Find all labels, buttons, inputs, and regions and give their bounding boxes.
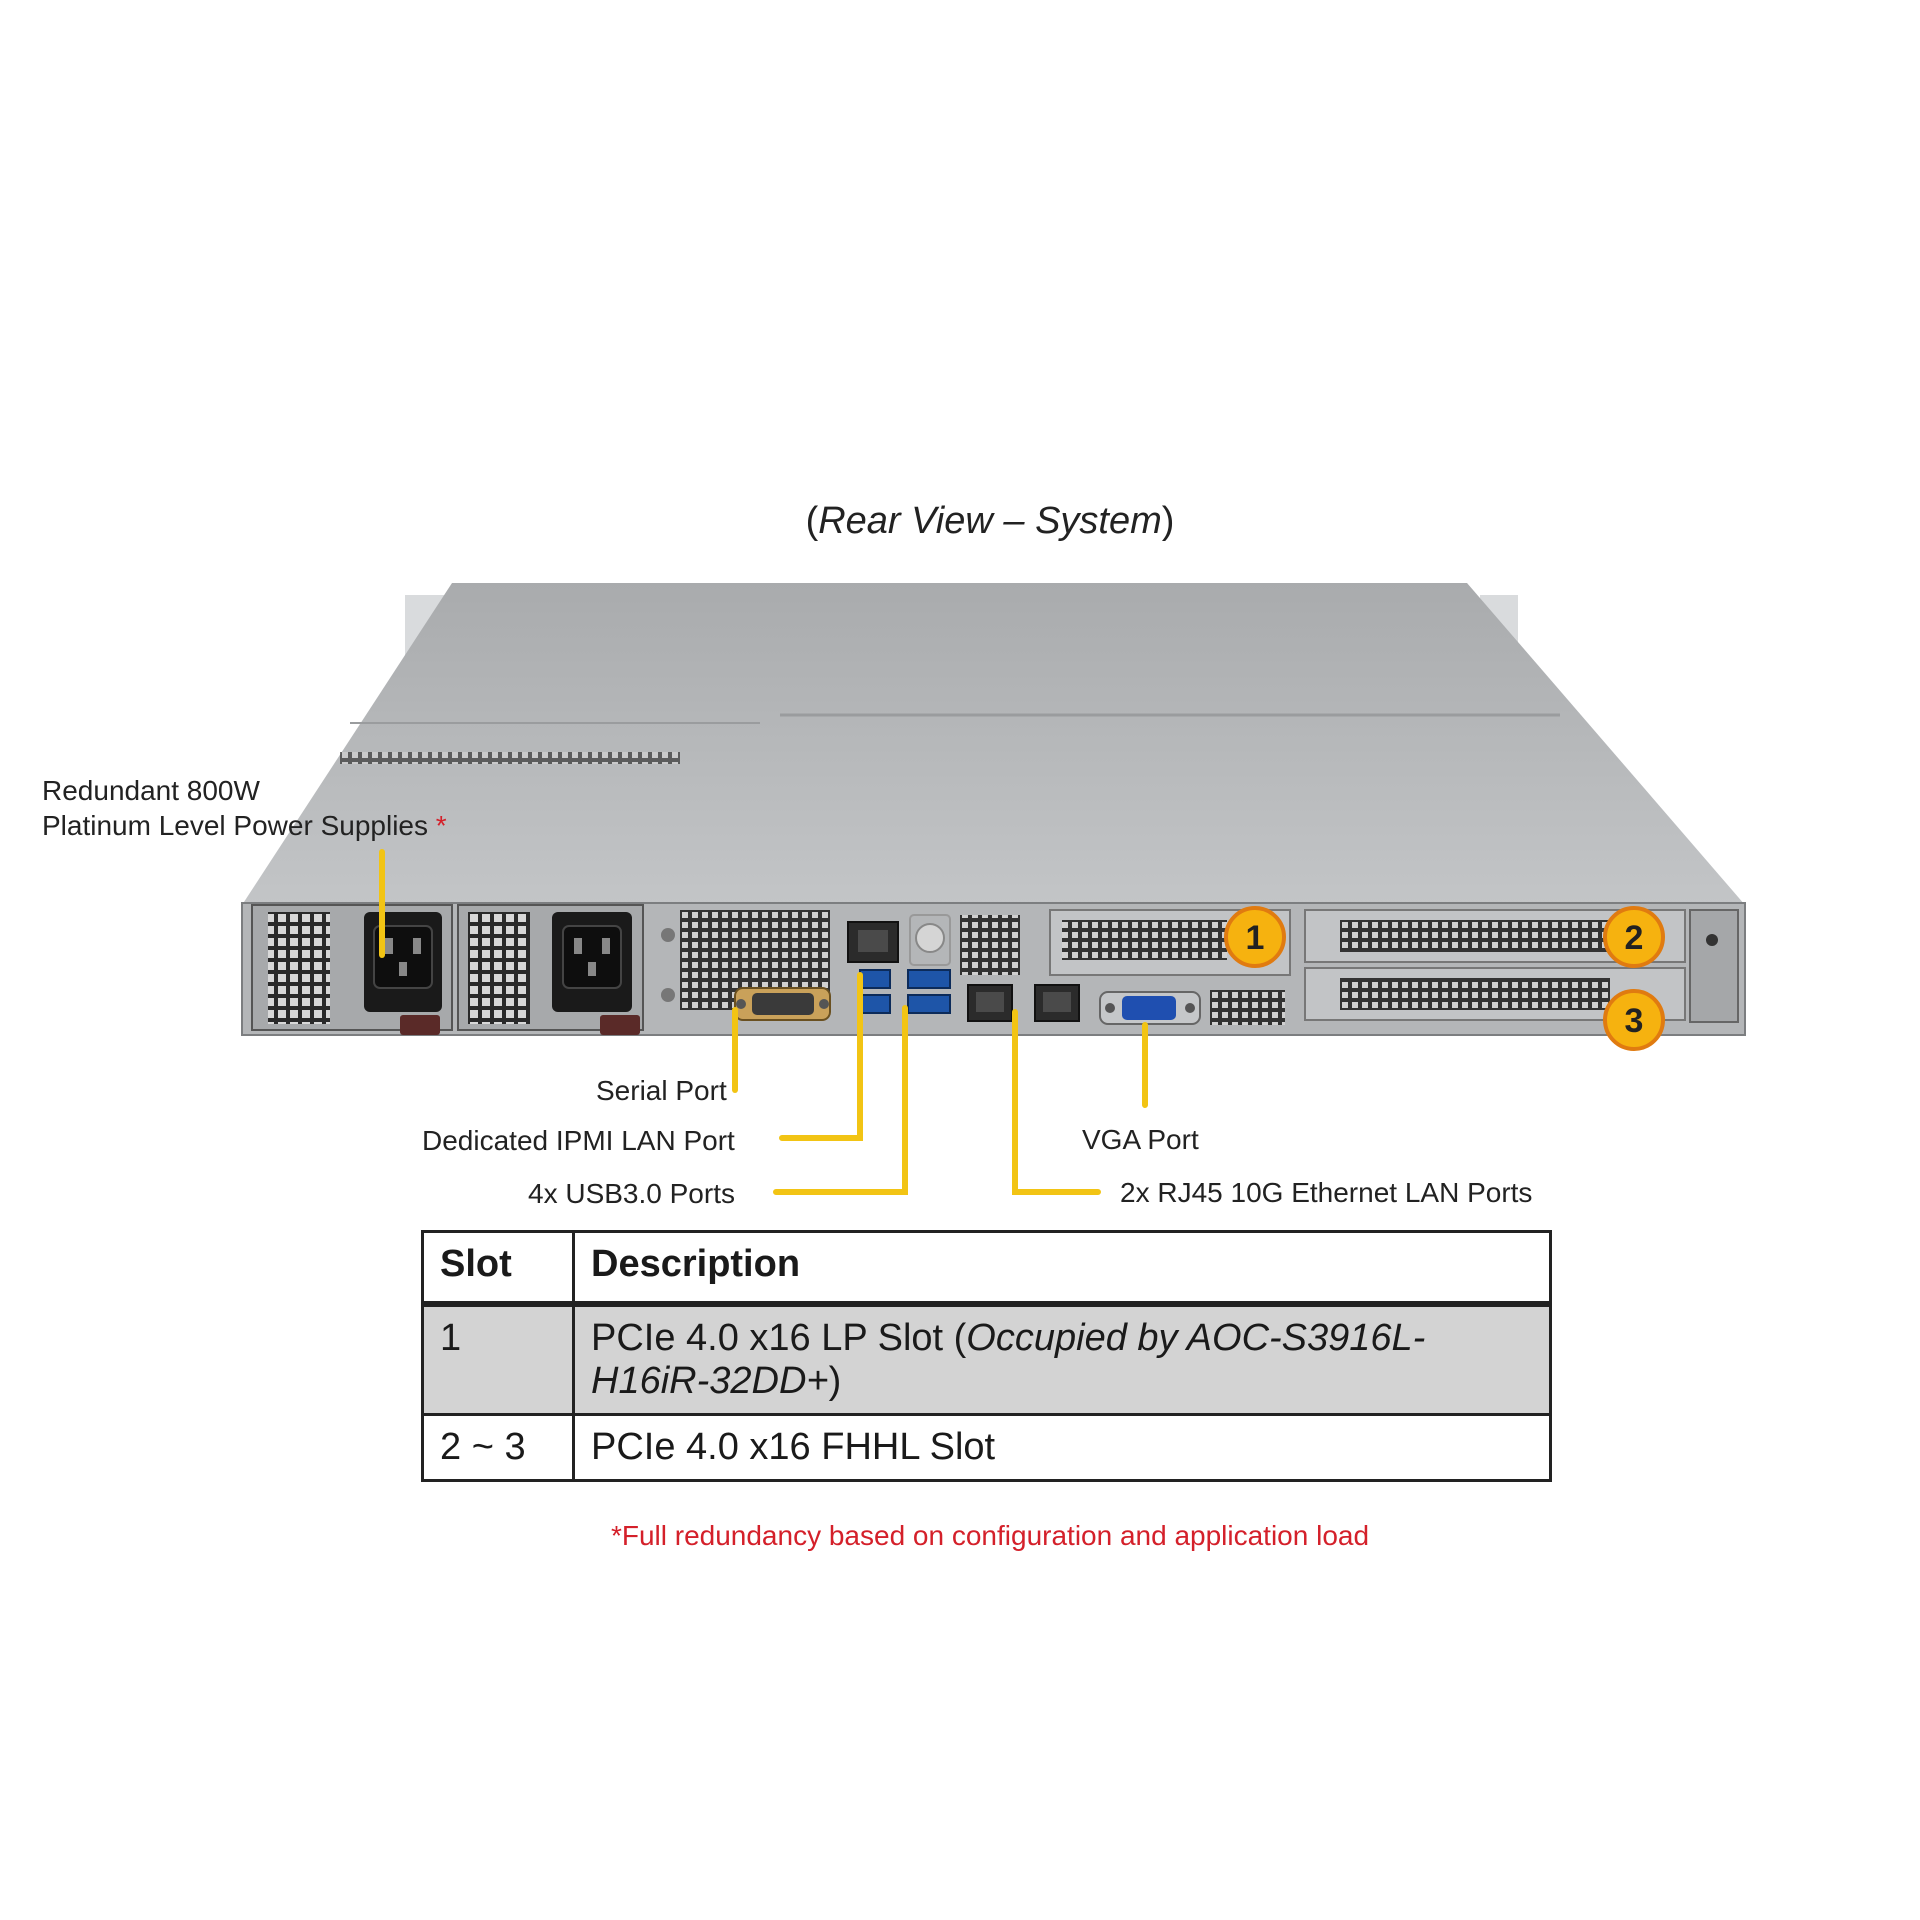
header-slot: Slot — [421, 1230, 575, 1307]
top-vent-strip — [340, 752, 680, 764]
header-description: Description — [572, 1230, 1552, 1307]
description-cell: PCIe 4.0 x16 FHHL Slot — [572, 1413, 1552, 1482]
power-supply-label-line2: Platinum Level Power Supplies * — [42, 810, 447, 841]
view-title: (Rear View – System) — [805, 500, 1175, 542]
center-vent — [960, 915, 1020, 975]
right-bracket — [1689, 909, 1739, 1023]
footnote: *Full redundancy based on configuration … — [610, 1520, 1370, 1551]
ipmi-port-label: Dedicated IPMI LAN Port — [422, 1125, 735, 1156]
uid-button — [915, 923, 945, 953]
ethernet-lan-ports — [967, 984, 1080, 1022]
chassis-top — [242, 583, 1745, 905]
table-header-row: Slot Description — [421, 1230, 1552, 1307]
table-row: 1 PCIe 4.0 x16 LP Slot (Occupied by AOC-… — [421, 1302, 1552, 1416]
ipmi-callout-line — [779, 972, 863, 1141]
vga-port — [1099, 991, 1201, 1025]
power-supply-1 — [251, 904, 453, 1035]
slot-cell: 2 ~ 3 — [421, 1413, 575, 1482]
slot-cell: 1 — [421, 1302, 575, 1416]
table-row: 2 ~ 3 PCIe 4.0 x16 FHHL Slot — [421, 1413, 1552, 1482]
slot-marker-3: 3 — [1603, 989, 1665, 1051]
vga-port-label: VGA Port — [1082, 1124, 1199, 1155]
power-supply-2 — [457, 904, 644, 1035]
power-supply-label-line1: Redundant 800W — [42, 775, 260, 806]
usb-callout-line — [773, 1005, 908, 1195]
svg-text:1: 1 — [1246, 919, 1265, 957]
serial-port — [734, 987, 831, 1021]
lan-callout-line — [1012, 1009, 1101, 1195]
description-cell: PCIe 4.0 x16 LP Slot (Occupied by AOC-S3… — [572, 1302, 1552, 1416]
serial-port-label: Serial Port — [596, 1075, 727, 1106]
slot-marker-1: 1 — [1224, 906, 1286, 968]
ipmi-lan-port — [847, 921, 899, 963]
slot-marker-2: 2 — [1603, 906, 1665, 968]
usb-ports — [859, 969, 951, 1014]
svg-text:2: 2 — [1625, 919, 1644, 957]
usb-ports-label: 4x USB3.0 Ports — [528, 1178, 735, 1209]
vga-vent — [1210, 990, 1285, 1025]
svg-text:3: 3 — [1625, 1002, 1644, 1040]
slot-table: Slot Description 1 PCIe 4.0 x16 LP Slot … — [421, 1230, 1552, 1482]
lan-ports-label: 2x RJ45 10G Ethernet LAN Ports — [1120, 1177, 1533, 1208]
